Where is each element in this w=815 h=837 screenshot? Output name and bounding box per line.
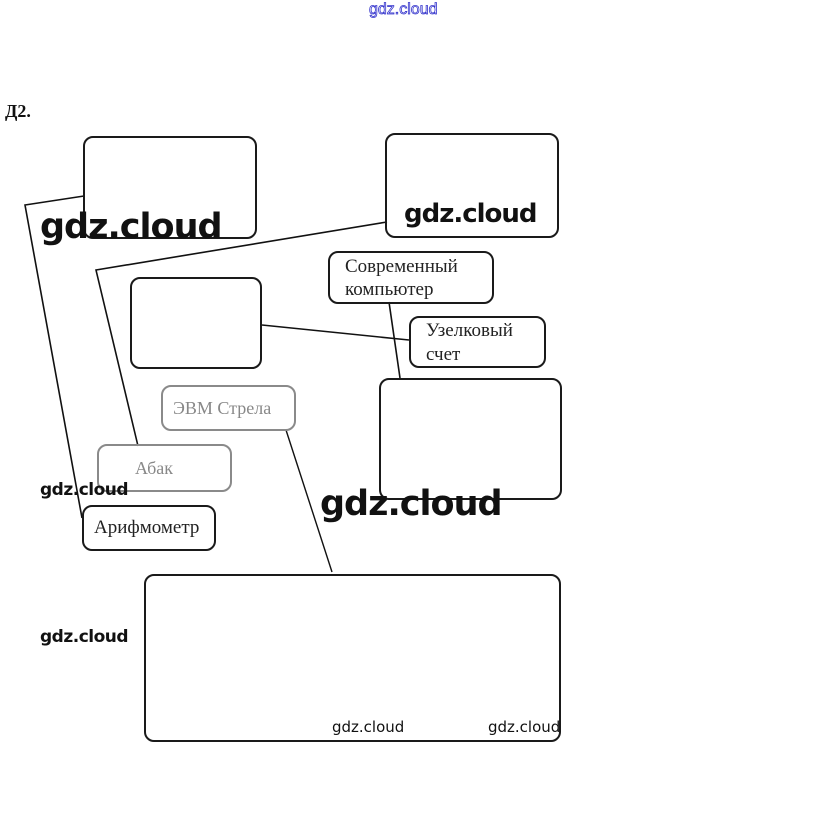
abacus-label: Абак <box>135 458 173 478</box>
knot-counting-line1: Узелковый <box>426 320 513 341</box>
box-bottom-large <box>144 574 561 742</box>
modern-computer-line2: компьютер <box>345 279 434 300</box>
watermark-left-abacus: gdz.cloud <box>40 480 129 500</box>
watermark-top-right-box: gdz.cloud <box>404 199 538 229</box>
box-top-right <box>385 133 559 238</box>
box-modern-computer <box>328 251 494 304</box>
box-middle-left <box>130 277 262 369</box>
connector-top-left-to-arithmometer <box>24 195 85 519</box>
knot-counting-line2: счет <box>426 344 461 365</box>
watermark-large-left: gdz.cloud <box>40 207 223 247</box>
box-knot-counting <box>409 316 546 368</box>
connector-top-right-to-abacus <box>95 221 388 447</box>
modern-computer-line1: Современный <box>345 256 458 277</box>
evm-strela-label: ЭВМ Стрела <box>173 398 272 418</box>
box-right-middle <box>379 378 562 500</box>
box-top-left <box>83 136 257 239</box>
watermark-bottom-center: gdz.cloud <box>332 718 405 736</box>
connector-modern-computer-to-right-middle <box>388 301 401 379</box>
watermark-bottom-right: gdz.cloud <box>488 718 561 736</box>
watermark-left-bottom: gdz.cloud <box>40 627 129 647</box>
task-label: Д2. <box>5 101 31 121</box>
connector-evm-strela-to-bottom <box>285 429 333 573</box>
arithmometer-label: Арифмометр <box>94 517 200 538</box>
box-abacus <box>97 444 232 492</box>
box-arithmometer <box>82 505 216 551</box>
watermark-large-center: gdz.cloud <box>320 484 503 524</box>
connector-middle-left-to-knot-counting <box>261 324 410 341</box>
box-evm-strela <box>161 385 296 431</box>
header-watermark: gdz.cloud <box>369 1 438 19</box>
